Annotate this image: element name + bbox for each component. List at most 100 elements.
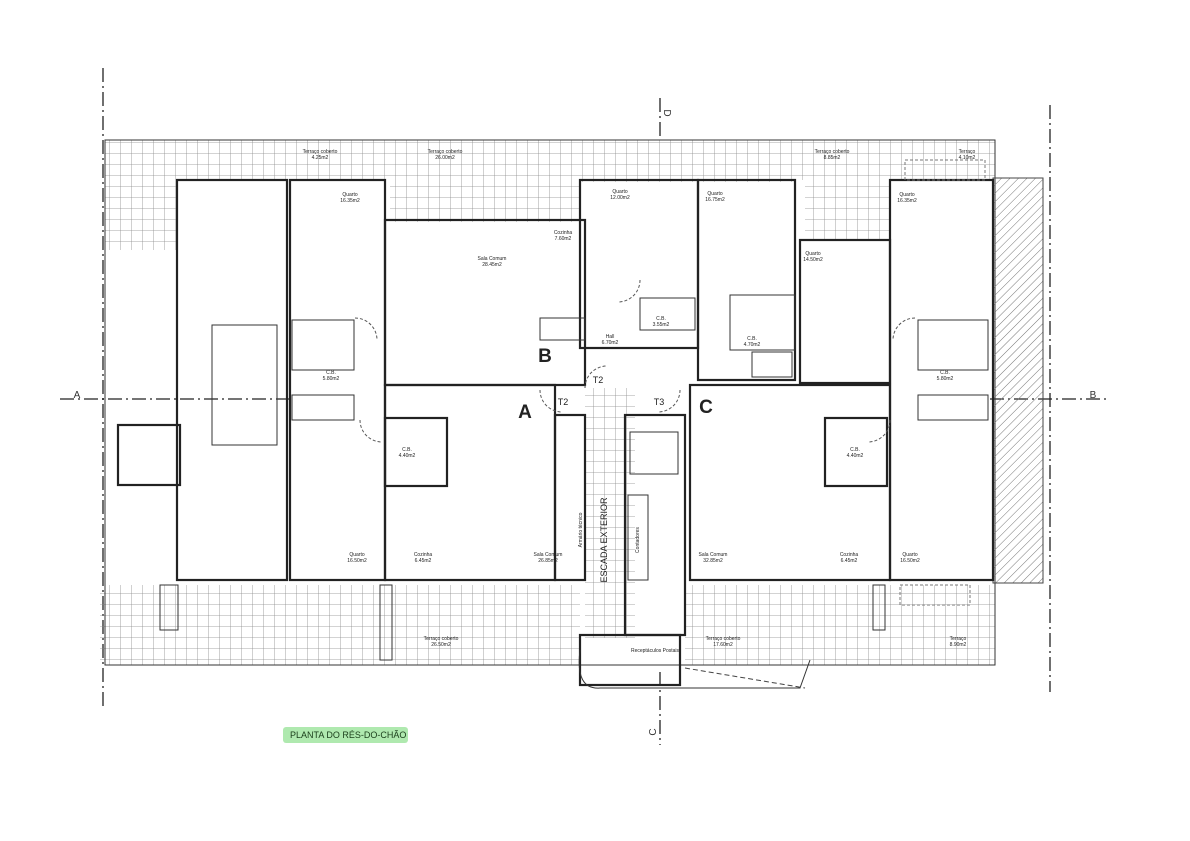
door-tag: T2 <box>558 397 569 407</box>
door-tag: T2 <box>593 375 604 385</box>
room-name: Terraço <box>950 636 967 642</box>
party-wall <box>992 177 1044 584</box>
svg-text:C.B.4.40m2: C.B.4.40m2 <box>399 447 416 459</box>
room-name: Terraço coberto <box>428 149 463 155</box>
room-name: C.B. <box>402 447 412 453</box>
room-area: 8.90m2 <box>950 642 967 648</box>
walls <box>116 159 995 689</box>
room-name: C.B. <box>656 316 666 322</box>
room-area: 5.80m2 <box>937 376 954 382</box>
svg-text:C.B.5.80m2: C.B.5.80m2 <box>937 370 954 382</box>
room-area: 3.55m2 <box>653 322 670 328</box>
meters-label: Contadores <box>635 527 641 553</box>
room-area: 32.85m2 <box>703 558 723 564</box>
svg-text:C.B.3.55m2: C.B.3.55m2 <box>653 316 670 328</box>
stair-label: ESCADA EXTERIOR <box>599 497 609 583</box>
room-name: Terraço coberto <box>706 636 741 642</box>
room-area: 6.45m2 <box>841 558 858 564</box>
room-area: 4.25m2 <box>312 155 329 161</box>
room-name: C.B. <box>850 447 860 453</box>
drawing-title: PLANTA DO RÉS-DO-CHÃO <box>283 727 408 743</box>
door-tag: T3 <box>654 397 665 407</box>
terraces <box>100 139 996 666</box>
room-name: Cozinha <box>414 552 433 558</box>
room-area: 16.50m2 <box>900 558 920 564</box>
drawing-title-text: PLANTA DO RÉS-DO-CHÃO <box>290 730 406 740</box>
room-name: Quarto <box>899 192 915 198</box>
room-area: 4.40m2 <box>847 453 864 459</box>
unit-markers: B A C T2 T2 T3 <box>518 346 713 423</box>
room-area: 6.70m2 <box>602 340 619 346</box>
room-name: Quarto <box>902 552 918 558</box>
room-name: Quarto <box>349 552 365 558</box>
room-name: Terraço coberto <box>815 149 850 155</box>
room-name: Quarto <box>805 251 821 257</box>
room-name: Terraço coberto <box>424 636 459 642</box>
room-name: C.B. <box>326 370 336 376</box>
room-area: 14.50m2 <box>803 257 823 263</box>
room-area: 26.50m2 <box>431 642 451 648</box>
svg-text:C.B.4.70m2: C.B.4.70m2 <box>744 336 761 348</box>
unit-b-label: B <box>538 346 552 367</box>
room-area: 5.80m2 <box>323 376 340 382</box>
room-area: 16.35m2 <box>340 198 360 204</box>
room-name: Quarto <box>612 189 628 195</box>
mailboxes-label: Receptáculos Postais <box>631 648 680 654</box>
room-name: C.B. <box>747 336 757 342</box>
room-name: Quarto <box>707 191 723 197</box>
room-name: C.B. <box>940 370 950 376</box>
unit-a-label: A <box>518 402 532 423</box>
room-area: 26.85m2 <box>538 558 558 564</box>
unit-c-label: C <box>699 397 713 418</box>
room-name: Sala Comum <box>534 552 563 558</box>
section-mark-b: B <box>1090 390 1097 401</box>
technical-cabinet-label: Armário técnico <box>578 512 584 547</box>
room-area: 28.45m2 <box>482 262 502 268</box>
room-area: 4.70m2 <box>744 342 761 348</box>
room-area: 16.50m2 <box>347 558 367 564</box>
room-area: 6.45m2 <box>415 558 432 564</box>
room-name: Cozinha <box>840 552 859 558</box>
svg-text:C.B.4.40m2: C.B.4.40m2 <box>847 447 864 459</box>
room-area: 17.60m2 <box>713 642 733 648</box>
room-area: 4.40m2 <box>399 453 416 459</box>
section-mark-c: C <box>648 728 659 735</box>
room-name: Quarto <box>342 192 358 198</box>
room-area: 4.10m2 <box>959 155 976 161</box>
room-area: 16.75m2 <box>705 197 725 203</box>
room-area: 7.60m2 <box>555 236 572 242</box>
room-name: Terraço <box>959 149 976 155</box>
svg-text:C.B.5.80m2: C.B.5.80m2 <box>323 370 340 382</box>
door-swings <box>354 279 916 443</box>
room-name: Cozinha <box>554 230 573 236</box>
section-marks: A B C D <box>74 109 1097 735</box>
room-area: 26.00m2 <box>435 155 455 161</box>
room-area: 8.85m2 <box>824 155 841 161</box>
room-name: Sala Comum <box>478 256 507 262</box>
room-area: 12.00m2 <box>610 195 630 201</box>
room-name: Hall <box>606 334 615 340</box>
